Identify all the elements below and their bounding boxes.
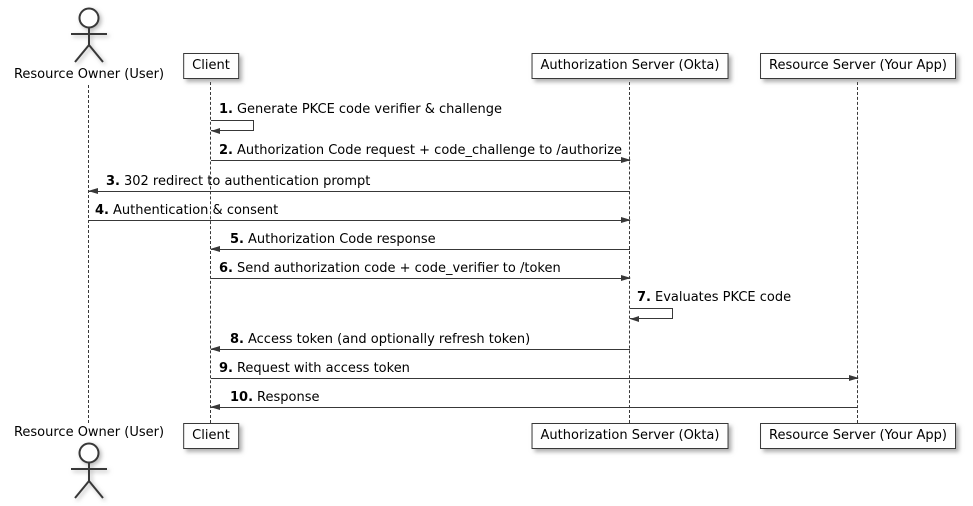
lifeline-client xyxy=(210,82,211,423)
message-9-label: 9.Request with access token xyxy=(219,361,410,376)
actor-figure-top xyxy=(71,7,107,63)
message-9-arrow xyxy=(211,375,859,381)
message-10-arrow xyxy=(210,404,858,410)
message-10-label: 10.Response xyxy=(230,390,320,405)
participant-resource-server-top: Resource Server (Your App) xyxy=(760,53,956,79)
message-3-label: 3.302 redirect to authentication prompt xyxy=(106,174,371,189)
message-1-self-arrow xyxy=(211,120,254,134)
participant-resource-server-bottom: Resource Server (Your App) xyxy=(760,423,956,449)
message-8-label: 8.Access token (and optionally refresh t… xyxy=(230,332,531,347)
message-5-label: 5.Authorization Code response xyxy=(230,232,436,247)
message-5-arrow xyxy=(210,246,630,252)
message-2-arrow xyxy=(211,157,631,163)
message-4-label: 4.Authentication & consent xyxy=(95,203,279,218)
message-7-self-arrow xyxy=(630,308,673,322)
message-6-label: 6.Send authorization code + code_verifie… xyxy=(219,261,561,276)
lifeline-resource-owner xyxy=(88,85,89,423)
participant-auth-server-bottom: Authorization Server (Okta) xyxy=(531,423,729,449)
participant-auth-server-top: Authorization Server (Okta) xyxy=(531,53,729,79)
message-3-arrow xyxy=(88,188,630,194)
message-4-arrow xyxy=(89,217,631,223)
lifeline-resource-server xyxy=(857,82,858,423)
actor-label-bottom: Resource Owner (User) xyxy=(13,425,165,440)
lifeline-auth-server xyxy=(629,82,630,423)
message-1-label: 1.Generate PKCE code verifier & challeng… xyxy=(219,102,503,117)
message-8-arrow xyxy=(210,346,630,352)
participant-client-bottom: Client xyxy=(183,423,239,449)
message-2-label: 2.Authorization Code request + code_chal… xyxy=(219,143,623,158)
participant-client-top: Client xyxy=(183,53,239,79)
actor-figure-bottom xyxy=(71,442,107,499)
message-6-arrow xyxy=(211,275,631,281)
message-7-label: 7.Evaluates PKCE code xyxy=(637,290,792,305)
actor-label-top: Resource Owner (User) xyxy=(13,67,165,82)
